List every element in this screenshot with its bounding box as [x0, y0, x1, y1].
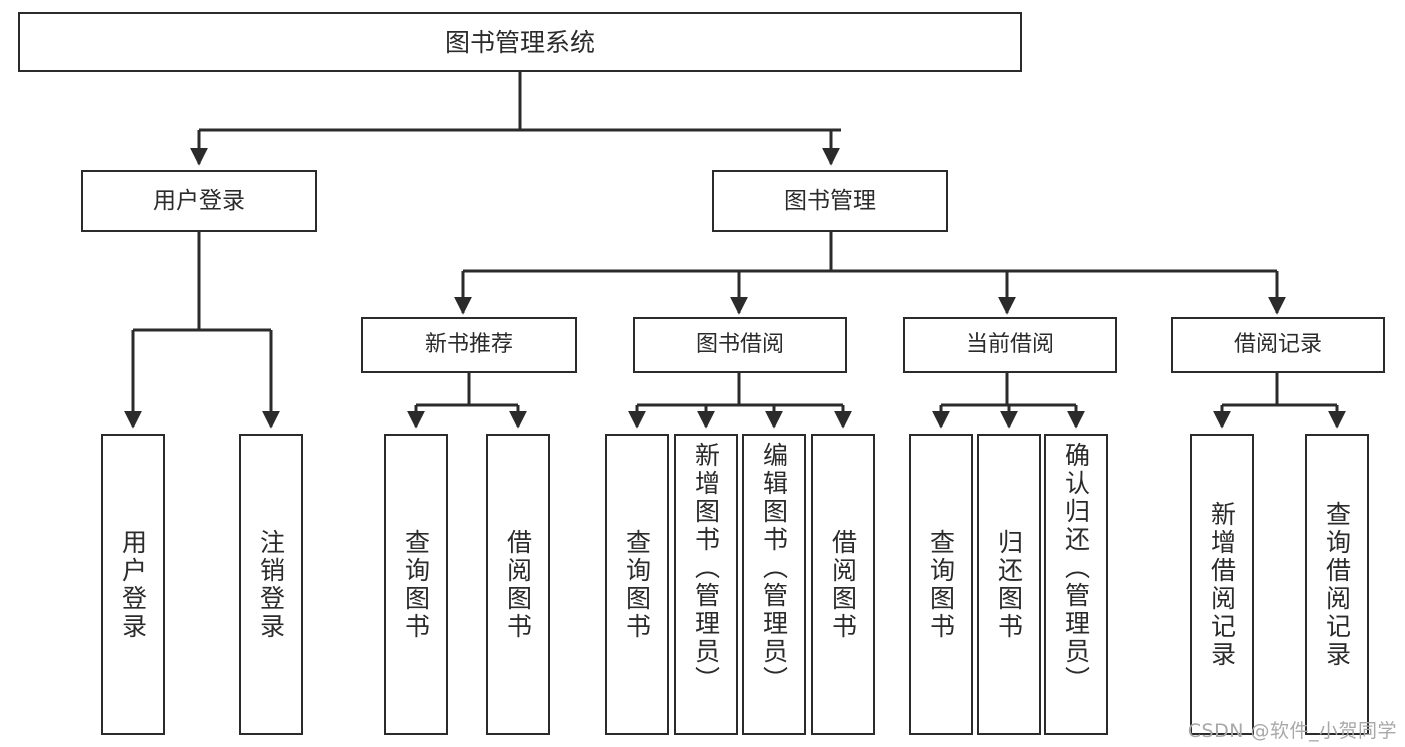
node-label: 查询图书	[622, 528, 652, 641]
node-leaf-confirm-return[interactable]: 确认归还（管理员）	[1044, 434, 1108, 735]
csdn-watermark: CSDN @软件_小贺同学	[1187, 720, 1397, 742]
node-leaf-user-logout[interactable]: 注销登录	[239, 434, 303, 735]
node-current-borrow[interactable]: 当前借阅	[903, 317, 1117, 373]
node-leaf-query-book-recommend[interactable]: 查询图书	[384, 434, 448, 735]
node-new-book-recommend[interactable]: 新书推荐	[361, 317, 577, 373]
node-label: 用户登录	[153, 187, 245, 214]
node-label: 编辑图书（管理员）	[759, 442, 789, 694]
node-label: 注销登录	[256, 528, 286, 641]
node-leaf-add-borrow-record[interactable]: 新增借阅记录	[1190, 434, 1254, 735]
node-label: 确认归还（管理员）	[1061, 442, 1091, 694]
node-label: 查询借阅记录	[1322, 500, 1352, 669]
node-leaf-user-login[interactable]: 用户登录	[101, 434, 165, 735]
node-label: 新增图书（管理员）	[691, 442, 721, 694]
node-label: 图书管理系统	[444, 27, 595, 57]
node-label: 图书借阅	[695, 332, 784, 357]
node-label: 借阅记录	[1233, 332, 1322, 357]
node-leaf-add-book[interactable]: 新增图书（管理员）	[674, 434, 738, 735]
node-leaf-borrow-book-recommend[interactable]: 借阅图书	[486, 434, 550, 735]
node-leaf-return-book[interactable]: 归还图书	[977, 434, 1041, 735]
node-label: 新书推荐	[424, 332, 513, 357]
node-leaf-query-book-current[interactable]: 查询图书	[909, 434, 973, 735]
node-label: 当前借阅	[965, 332, 1054, 357]
node-label: 新增借阅记录	[1207, 500, 1237, 669]
node-label: 查询图书	[926, 528, 956, 641]
node-book-borrow[interactable]: 图书借阅	[633, 317, 847, 373]
node-root-system[interactable]: 图书管理系统	[18, 12, 1022, 72]
node-label: 借阅图书	[828, 528, 858, 641]
node-leaf-borrow-book[interactable]: 借阅图书	[811, 434, 875, 735]
node-user-login[interactable]: 用户登录	[81, 170, 317, 232]
node-label: 图书管理	[784, 187, 876, 214]
node-borrow-record[interactable]: 借阅记录	[1171, 317, 1385, 373]
node-leaf-query-book-borrow[interactable]: 查询图书	[605, 434, 669, 735]
node-book-manage[interactable]: 图书管理	[712, 170, 948, 232]
node-label: 查询图书	[401, 528, 431, 641]
node-label: 借阅图书	[503, 528, 533, 641]
node-label: 归还图书	[994, 528, 1024, 641]
node-leaf-edit-book[interactable]: 编辑图书（管理员）	[742, 434, 806, 735]
node-label: 用户登录	[118, 528, 148, 641]
node-leaf-query-borrow-record[interactable]: 查询借阅记录	[1305, 434, 1369, 735]
